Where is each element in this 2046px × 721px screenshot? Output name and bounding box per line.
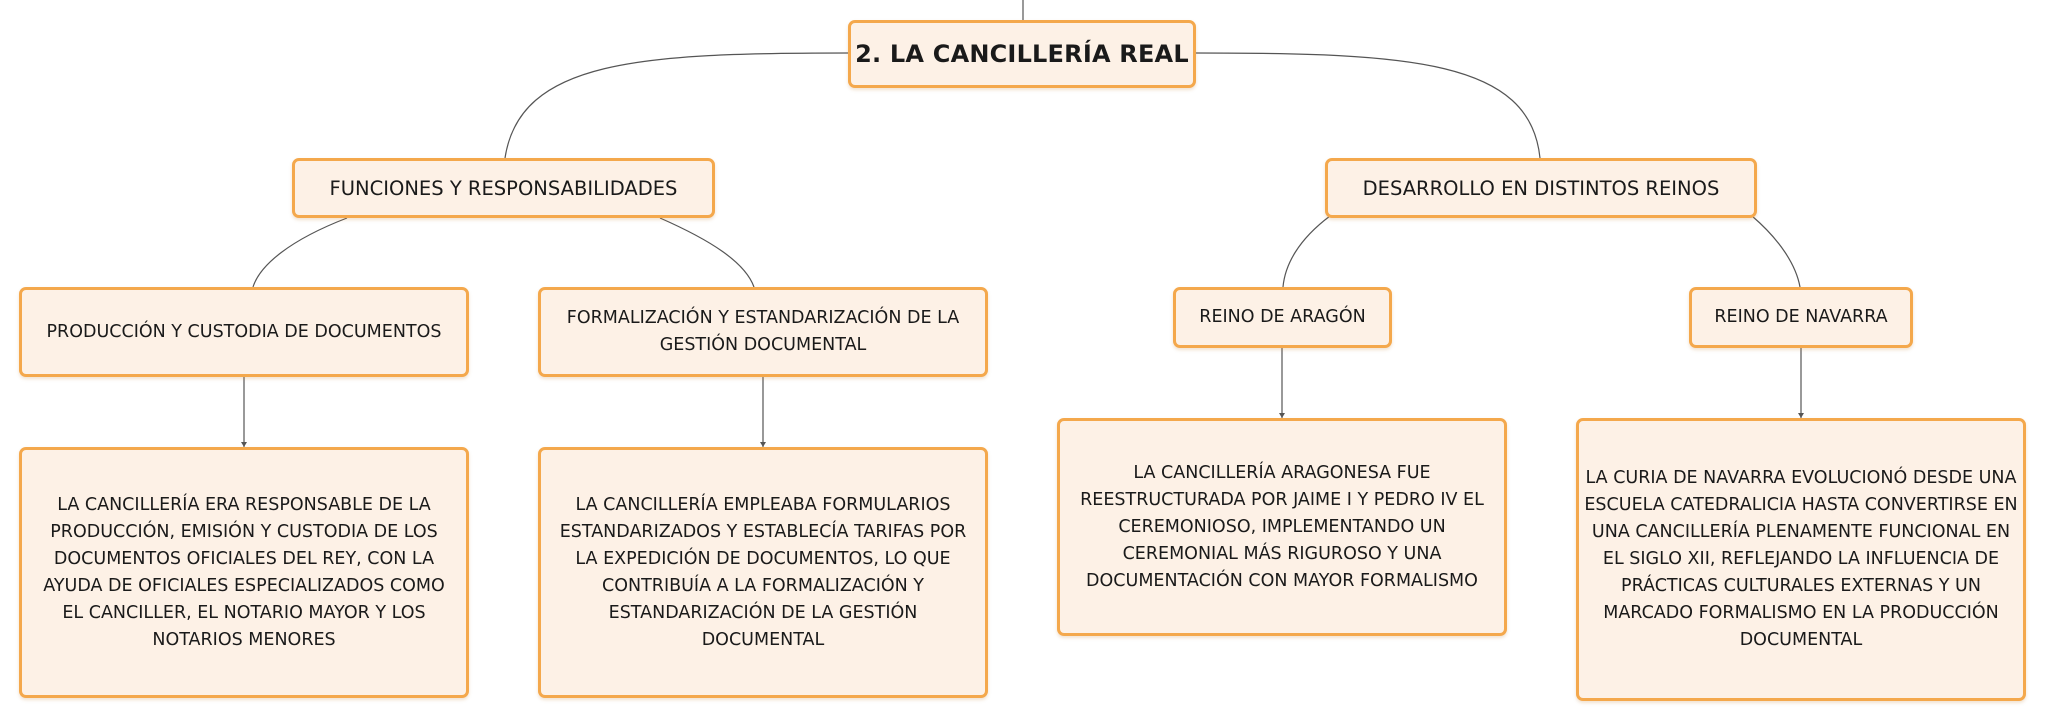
root-topic-label: 2. LA CANCILLERÍA REAL: [855, 40, 1189, 68]
branch-desarrollo-node[interactable]: DESARROLLO EN DISTINTOS REINOS: [1325, 158, 1757, 218]
detail-produccion-text: LA CANCILLERÍA ERA RESPONSABLE DE LA PRO…: [43, 494, 445, 650]
detail-formalizacion-text: LA CANCILLERÍA EMPLEABA FORMULARIOS ESTA…: [559, 494, 967, 650]
arrowhead-aragon: [1279, 413, 1285, 418]
root-topic-node[interactable]: 2. LA CANCILLERÍA REAL: [848, 20, 1196, 88]
branch-funciones-label: FUNCIONES Y RESPONSABILIDADES: [329, 176, 678, 200]
subtopic-navarra-node[interactable]: REINO DE NAVARRA: [1689, 287, 1913, 348]
branch-desarrollo-label: DESARROLLO EN DISTINTOS REINOS: [1362, 176, 1720, 200]
connector-desarrollo-to-navarra: [1751, 215, 1801, 288]
subtopic-aragon-label: REINO DE ARAGÓN: [1199, 307, 1366, 327]
subtopic-formalizacion-node[interactable]: FORMALIZACIÓN Y ESTANDARIZACIÓN DE LA GE…: [538, 287, 988, 377]
connector-funciones-to-formalizacion: [659, 217, 755, 288]
arrowhead-navarra: [1798, 413, 1804, 418]
subtopic-produccion-node[interactable]: PRODUCCIÓN Y CUSTODIA DE DOCUMENTOS: [19, 287, 469, 377]
detail-formalizacion-node[interactable]: LA CANCILLERÍA EMPLEABA FORMULARIOS ESTA…: [538, 447, 988, 698]
subtopic-produccion-label: PRODUCCIÓN Y CUSTODIA DE DOCUMENTOS: [46, 321, 442, 342]
subtopic-formalizacion-label: FORMALIZACIÓN Y ESTANDARIZACIÓN DE LA GE…: [566, 308, 960, 355]
arrowhead-formalizacion: [760, 442, 766, 447]
detail-produccion-node[interactable]: LA CANCILLERÍA ERA RESPONSABLE DE LA PRO…: [19, 447, 469, 698]
detail-aragon-text: LA CANCILLERÍA ARAGONESA FUE REESTRUCTUR…: [1080, 462, 1484, 591]
connector-root-to-funciones: [504, 52, 849, 159]
detail-aragon-node[interactable]: LA CANCILLERÍA ARAGONESA FUE REESTRUCTUR…: [1057, 418, 1507, 636]
connector-desarrollo-to-aragon: [1282, 215, 1331, 288]
detail-navarra-node[interactable]: LA CURIA DE NAVARRA EVOLUCIONÓ DESDE UNA…: [1576, 418, 2026, 701]
subtopic-navarra-label: REINO DE NAVARRA: [1714, 307, 1888, 327]
detail-navarra-text: LA CURIA DE NAVARRA EVOLUCIONÓ DESDE UNA…: [1584, 468, 2018, 650]
subtopic-aragon-node[interactable]: REINO DE ARAGÓN: [1173, 287, 1392, 348]
branch-funciones-node[interactable]: FUNCIONES Y RESPONSABILIDADES: [292, 158, 715, 218]
arrowhead-produccion: [241, 442, 247, 447]
connector-funciones-to-produccion: [252, 217, 348, 288]
connector-root-to-desarrollo: [1195, 52, 1541, 159]
